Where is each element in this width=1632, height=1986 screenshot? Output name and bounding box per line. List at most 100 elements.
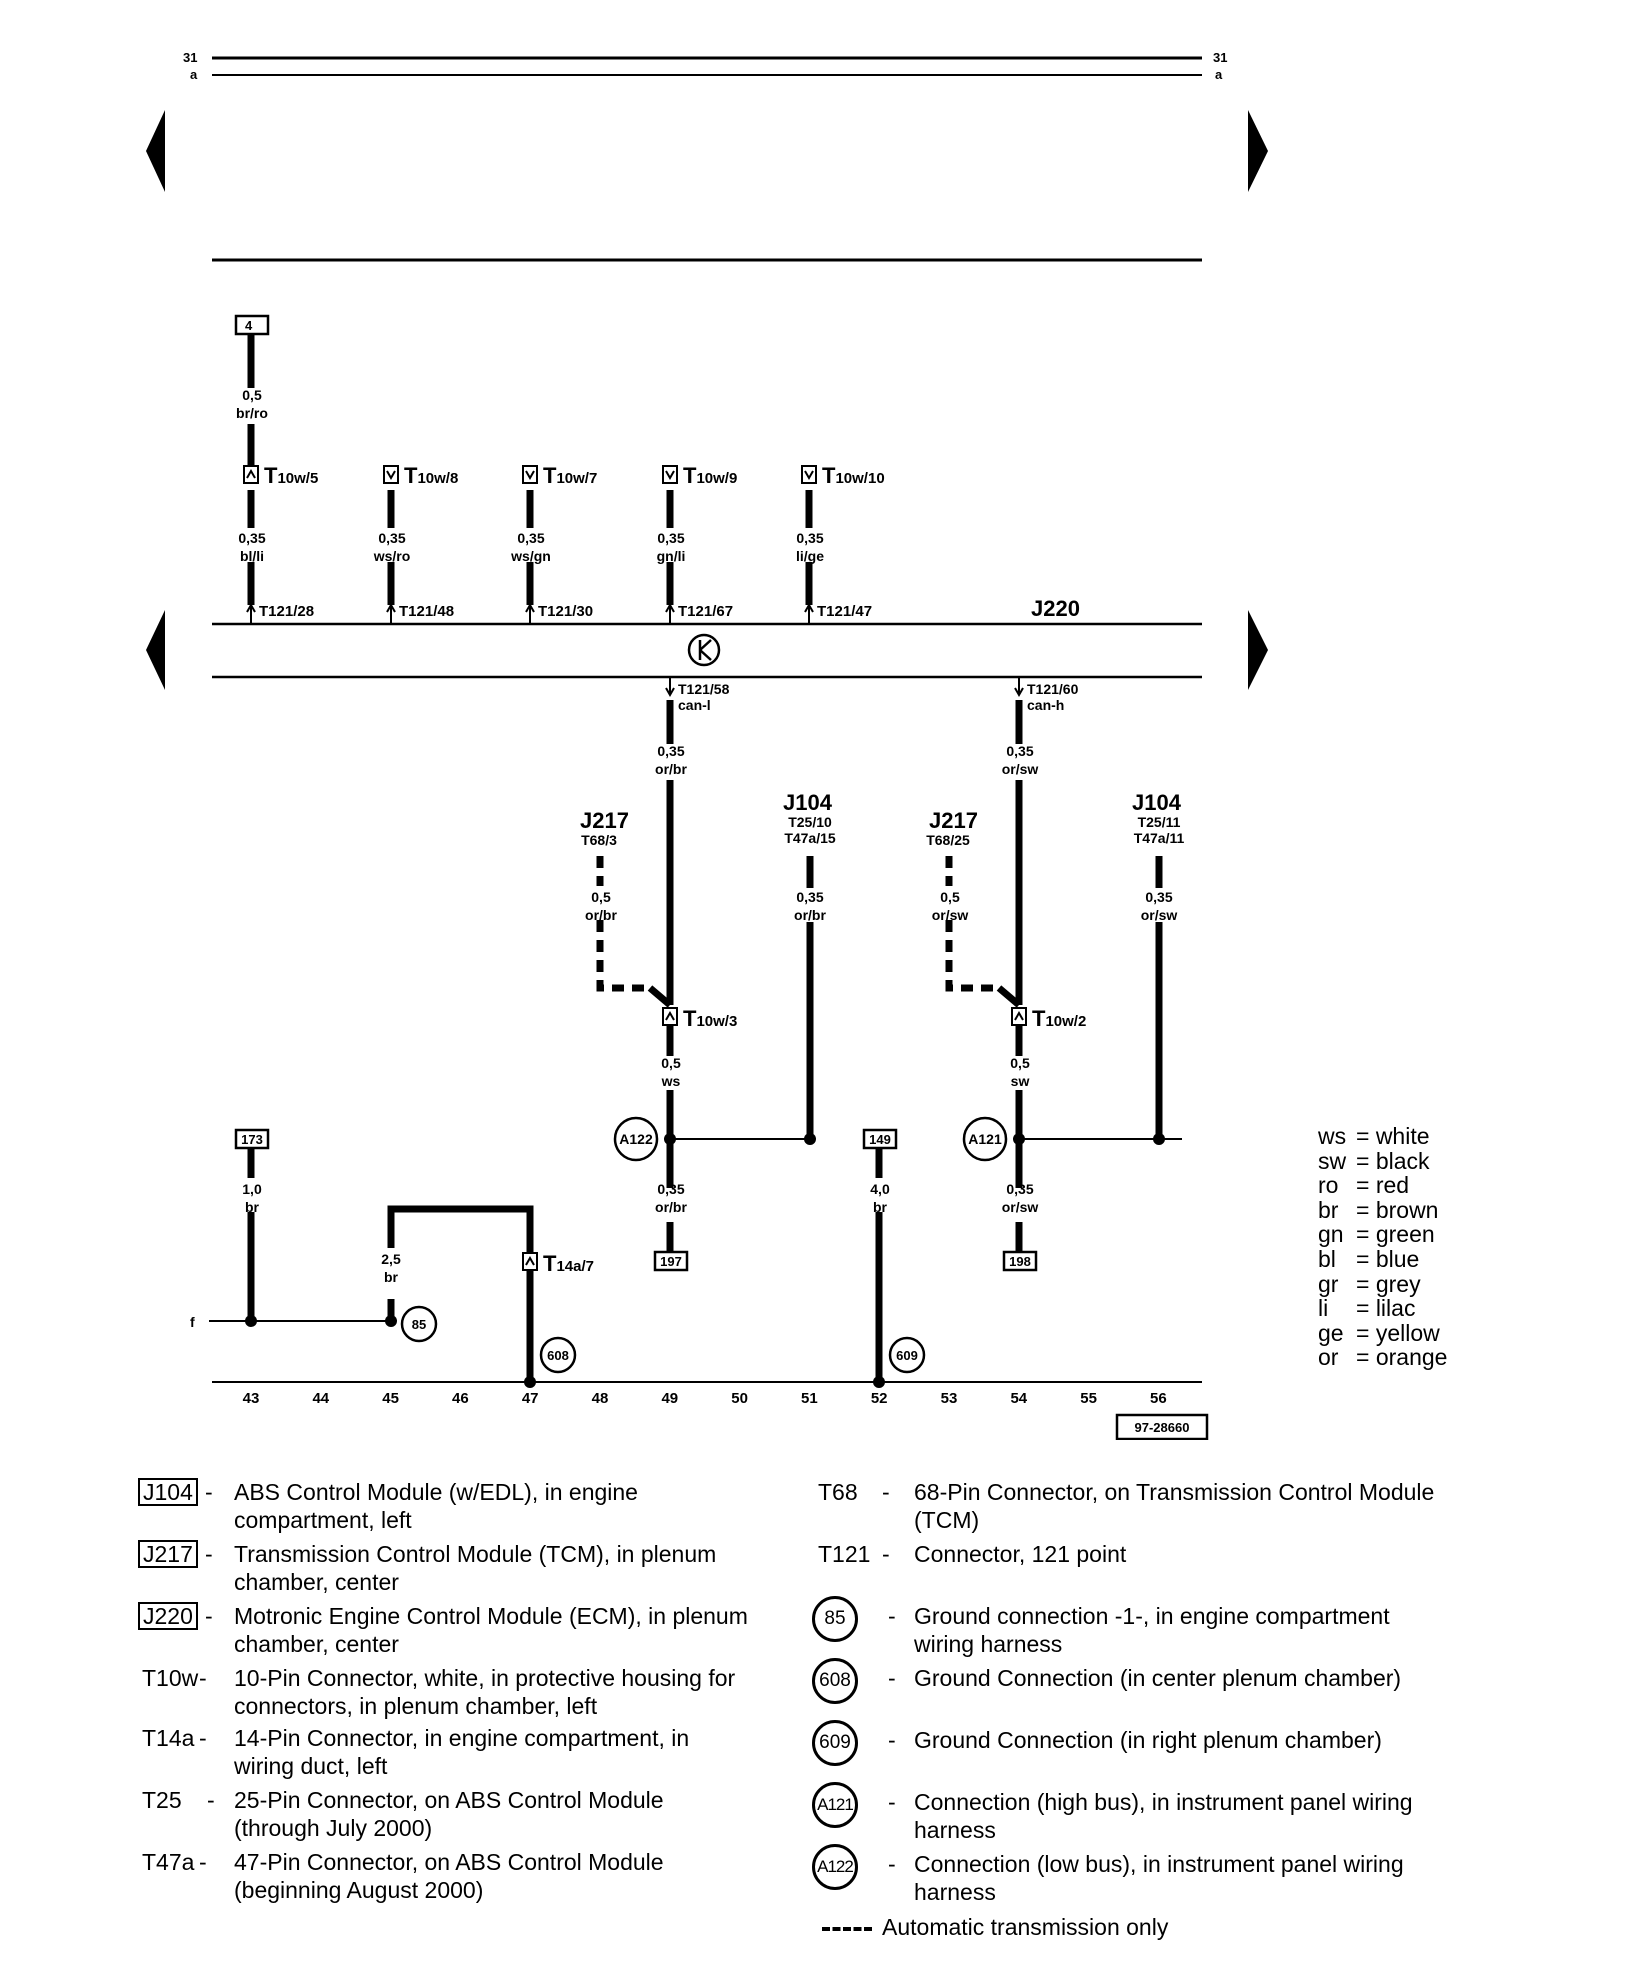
svg-text:T68/25: T68/25 <box>926 832 970 848</box>
svg-text:2,5: 2,5 <box>381 1251 401 1267</box>
wire-labels-row1: 0,5 br/ro 0,35 bl/li 0,35 ws/ro 0,35 ws/… <box>236 387 824 564</box>
arrow-left-top-icon[interactable] <box>146 110 165 192</box>
svg-text:0,35: 0,35 <box>1145 889 1172 905</box>
svg-text:T121/67: T121/67 <box>678 603 733 620</box>
circle-labels: A122 A121 85 608 609 <box>412 1131 1002 1363</box>
svg-text:br: br <box>245 1199 260 1215</box>
thin-links <box>209 1138 1182 1322</box>
svg-text:0,35: 0,35 <box>378 530 405 546</box>
color-legend-item: gr = grey <box>1318 1270 1447 1297</box>
svg-text:T47a/15: T47a/15 <box>784 830 836 846</box>
legend-circle-code: 85 <box>812 1596 858 1642</box>
legend-code: T47a <box>142 1849 195 1875</box>
arrow-right-mid-icon[interactable] <box>1248 610 1268 690</box>
wire-group-top <box>234 314 813 605</box>
color-abbr: ro <box>1318 1172 1339 1199</box>
svg-text:0,35: 0,35 <box>796 889 823 905</box>
nav-arrows[interactable] <box>146 110 1268 690</box>
automatic-note: Automatic transmission only <box>822 1914 1168 1941</box>
can-bus-wires <box>665 677 1024 1005</box>
arrow-right-top-icon[interactable] <box>1248 110 1268 192</box>
svg-text:J104: J104 <box>1132 790 1182 815</box>
svg-text:97-28660: 97-28660 <box>1135 1420 1190 1435</box>
color-name: = grey <box>1356 1270 1421 1297</box>
svg-text:4,0: 4,0 <box>870 1181 890 1197</box>
color-abbr: ws <box>1318 1123 1347 1149</box>
svg-text:or/br: or/br <box>655 761 687 777</box>
svg-text:or/br: or/br <box>655 1199 687 1215</box>
legend-circle-code: A121 <box>812 1782 858 1828</box>
svg-text:ws/ro: ws/ro <box>373 548 411 564</box>
column-number: 47 <box>522 1390 539 1407</box>
rail-31-left: 31 <box>183 50 197 65</box>
svg-text:T47a/11: T47a/11 <box>1134 830 1185 846</box>
automatic-note-text: Automatic transmission only <box>882 1914 1169 1940</box>
svg-text:bl/li: bl/li <box>240 548 264 564</box>
legend-description: 10-Pin Connector, white, in protective h… <box>234 1665 736 1719</box>
color-abbr: ge <box>1318 1319 1344 1346</box>
legend-code: J104 <box>138 1478 198 1506</box>
svg-text:A122: A122 <box>619 1131 653 1147</box>
legend-description: Connector, 121 point <box>914 1541 1127 1567</box>
legend-code: T68 <box>818 1479 858 1505</box>
svg-text:J217: J217 <box>580 808 629 833</box>
svg-text:85: 85 <box>412 1317 426 1332</box>
connector-symbols-row1 <box>243 465 817 484</box>
svg-text:173: 173 <box>241 1132 263 1147</box>
rail-a-right: a <box>1215 67 1223 82</box>
color-legend-item: ge= yellow <box>1318 1319 1447 1346</box>
pin-t10w10: T10w/10 <box>822 463 885 488</box>
svg-text:or/br: or/br <box>585 907 617 923</box>
legend-description: Transmission Control Module (TCM), in pl… <box>234 1541 717 1595</box>
legend-code: T10w <box>142 1665 199 1691</box>
color-name: = white <box>1356 1123 1430 1149</box>
color-legend-item: ro= red <box>1318 1173 1447 1198</box>
legend-description: 47-Pin Connector, on ABS Control Module … <box>234 1849 664 1903</box>
wiring-diagram: 31 a 31 a J220 4 <box>146 50 1268 1440</box>
pin-t10w7: T10w/7 <box>543 463 597 488</box>
can-wire-labels: 0,35 or/br 0,35 or/sw <box>655 743 1038 777</box>
svg-text:0,5: 0,5 <box>1010 1055 1030 1071</box>
reference-boxes <box>234 1128 1209 1440</box>
svg-text:can-l: can-l <box>678 697 711 713</box>
box-4-label: 4 <box>245 318 253 333</box>
ground-rails: 31 a 31 a <box>183 50 1227 262</box>
svg-text:or/sw: or/sw <box>932 907 969 923</box>
svg-text:0,35: 0,35 <box>657 743 684 759</box>
column-number: 53 <box>941 1390 958 1407</box>
svg-text:or/sw: or/sw <box>1002 761 1039 777</box>
legend-code: T14a <box>142 1725 195 1751</box>
component-labels: J217 T68/3 J104 T25/10 T47a/15 J217 T68/… <box>580 790 1185 848</box>
column-number: 44 <box>312 1390 329 1407</box>
lower-wires <box>247 1025 1023 1382</box>
svg-text:T68/3: T68/3 <box>581 832 617 848</box>
ecm-label: J220 <box>1031 596 1080 621</box>
color-legend-item: bl= blue <box>1318 1247 1447 1272</box>
svg-text:0,35: 0,35 <box>796 530 823 546</box>
column-number: 50 <box>731 1390 748 1407</box>
svg-text:br: br <box>384 1269 399 1285</box>
pin-t10w2: T10w/2 <box>1032 1006 1086 1031</box>
transistor-icon <box>687 633 721 667</box>
column-number: 45 <box>382 1390 399 1407</box>
color-name: = blue <box>1356 1245 1420 1272</box>
legend-description: 68-Pin Connector, on Transmission Contro… <box>914 1479 1435 1533</box>
ecm-pin-labels: T121/28 T121/48 T121/30 T121/67 T121/47 <box>259 603 872 620</box>
color-abbr: or <box>1318 1344 1339 1371</box>
reference-box-labels: 173 197 149 198 97-28660 <box>241 1132 1189 1435</box>
color-legend-item: br= brown <box>1318 1196 1447 1223</box>
legend-code: J217 <box>138 1540 198 1568</box>
svg-text:0,35: 0,35 <box>657 530 684 546</box>
arrow-left-mid-icon[interactable] <box>146 610 165 690</box>
mid-wire-labels: 0,5 or/br 0,35 or/br 0,5 or/sw 0,35 or/s… <box>585 889 1177 923</box>
svg-text:li/ge: li/ge <box>796 548 824 564</box>
color-abbr: br <box>1318 1196 1339 1223</box>
color-legend-item: ws = white <box>1318 1124 1447 1149</box>
component-legend-right: T68-68-Pin Connector, on Transmission Co… <box>812 1478 1498 1905</box>
legend-circle-code: 608 <box>812 1658 858 1704</box>
svg-text:0,35: 0,35 <box>657 1181 684 1197</box>
svg-text:0,35: 0,35 <box>1006 743 1033 759</box>
color-abbr: gr <box>1318 1270 1339 1297</box>
can-bus-labels: T121/58 can-l T121/60 can-h <box>678 681 1079 713</box>
